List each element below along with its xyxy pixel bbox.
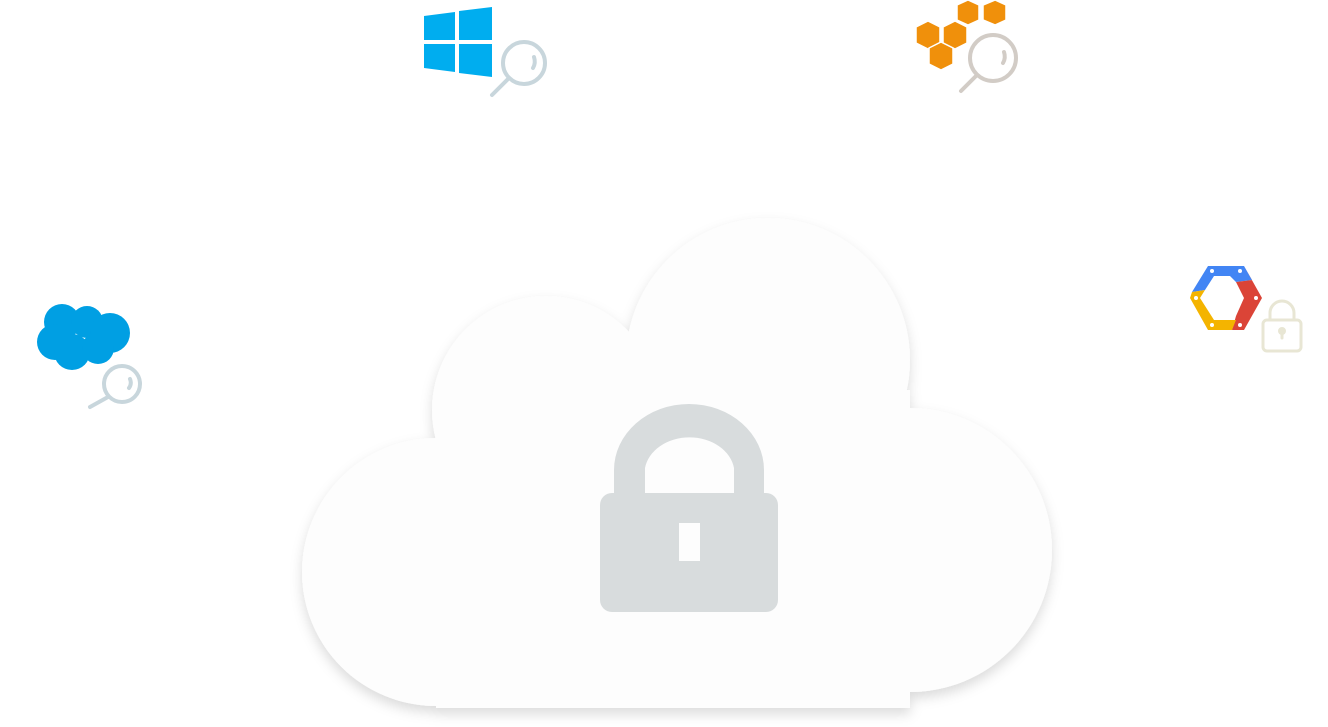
magnifier-icon	[490, 40, 547, 97]
magnifier-icon	[88, 364, 142, 409]
salesforce-cloud-icon	[37, 304, 130, 370]
lock-icon	[600, 404, 778, 612]
magnifier-icon	[959, 33, 1018, 93]
cloud-icon	[302, 218, 1052, 708]
windows-logo-icon	[424, 7, 492, 77]
keyhole-icon	[679, 523, 700, 561]
padlock-icon	[1261, 299, 1303, 353]
google-cloud-hexagon-icon	[1190, 266, 1262, 330]
aws-cubes-icon	[915, 0, 1007, 71]
